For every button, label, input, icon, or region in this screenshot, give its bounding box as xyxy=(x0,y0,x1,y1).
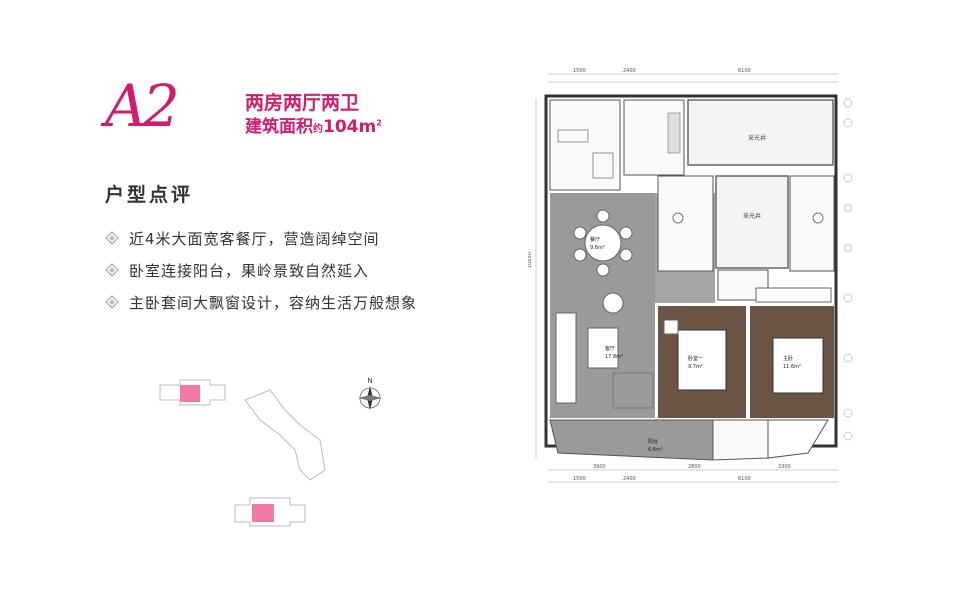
unit-code-logo: A2 xyxy=(105,72,180,140)
review-point: 主卧套间大飘窗设计，容纳生活万般想象 xyxy=(105,286,417,318)
dimension-top: 1500 2400 6100 xyxy=(548,68,838,83)
dining-table xyxy=(573,209,633,277)
dining-area: 9.6m² xyxy=(590,245,605,251)
dim-top-1: 1500 xyxy=(573,68,586,74)
grid-markers-right xyxy=(843,98,853,441)
sofa xyxy=(555,292,654,409)
master-bedroom xyxy=(750,287,834,418)
dimension-left: 10650 xyxy=(528,98,537,458)
dim-top-3: 6100 xyxy=(738,68,751,74)
living-label: 客厅 xyxy=(605,345,615,352)
dimension-bottom: 3900 2800 3300 1500 2400 6100 xyxy=(548,464,838,483)
review-point: 卧室连接阳台，果岭景致自然延入 xyxy=(105,254,417,286)
floor-plan: 1500 2400 6100 10650 采光井 采光井 xyxy=(528,68,853,483)
dim-bottom-1: 3900 xyxy=(593,464,606,470)
dim-bottom2-3: 6100 xyxy=(738,476,751,482)
review-point-text: 主卧套间大飘窗设计，容纳生活万般想象 xyxy=(129,293,418,312)
diamond-bullet-icon xyxy=(105,263,119,277)
balcony-area: 6.6m² xyxy=(648,447,663,453)
bathrooms xyxy=(657,175,835,301)
bedroom-1 xyxy=(658,306,746,418)
dim-top-2: 2400 xyxy=(623,68,636,74)
dim-bottom-3: 3300 xyxy=(778,464,791,470)
review-point-text: 近4米大面宽客餐厅，营造阔绰空间 xyxy=(129,229,380,248)
area-value: 104m xyxy=(323,117,377,137)
bedroom-1-area: 9.7m² xyxy=(688,364,703,370)
compass: N xyxy=(358,377,382,410)
compass-n-label: N xyxy=(367,377,372,385)
dim-bottom-2: 2800 xyxy=(688,464,701,470)
master-bedroom-label: 主卧 xyxy=(783,355,793,362)
dining-label: 餐厅 xyxy=(590,236,600,243)
building-block-bottom xyxy=(234,497,306,527)
master-bedroom-area: 11.6m² xyxy=(783,364,801,370)
diamond-bullet-icon xyxy=(105,295,119,309)
building-block-top xyxy=(159,379,226,406)
balcony xyxy=(549,419,829,461)
area-sup: 2 xyxy=(376,118,382,128)
dim-bottom2-2: 2400 xyxy=(623,476,636,482)
site-key-plan: N xyxy=(159,377,382,527)
review-title: 户型点评 xyxy=(105,184,194,206)
review-list: 近4米大面宽客餐厅，营造阔绰空间 卧室连接阳台，果岭景致自然延入 主卧套间大飘窗… xyxy=(105,222,417,318)
kitchen-area xyxy=(549,99,685,191)
lightwell-1-label: 采光井 xyxy=(748,134,766,142)
building-block-curve xyxy=(244,389,326,481)
diamond-bullet-icon xyxy=(105,231,119,245)
area-label: 建筑面积 xyxy=(245,117,313,137)
area-title: 建筑面积约104m2 xyxy=(245,112,382,137)
review-point-text: 卧室连接阳台，果岭景致自然延入 xyxy=(129,261,370,280)
living-area: 17.8m² xyxy=(605,354,623,360)
dim-bottom2-1: 1500 xyxy=(573,476,586,482)
dim-left: 10650 xyxy=(528,252,533,268)
layout-title: 两房两厅两卫 xyxy=(245,92,360,114)
area-approx: 约 xyxy=(313,124,323,135)
lightwell-2-label: 采光井 xyxy=(743,212,761,220)
balcony-label: 阳台 xyxy=(648,438,658,445)
bedroom-1-label: 卧室一 xyxy=(688,355,703,362)
review-point: 近4米大面宽客餐厅，营造阔绰空间 xyxy=(105,222,417,254)
